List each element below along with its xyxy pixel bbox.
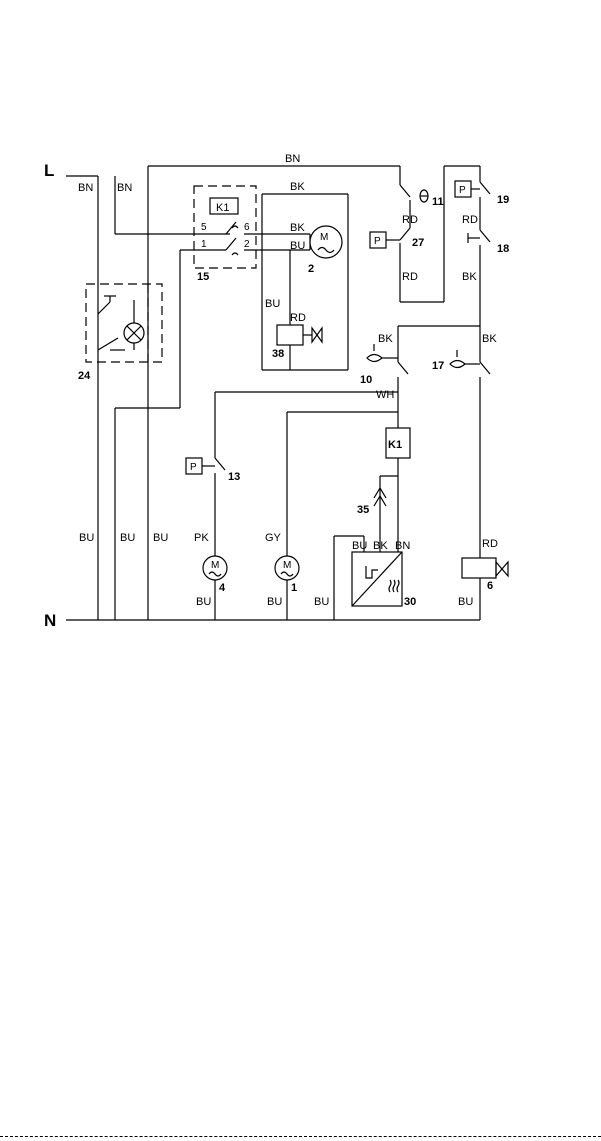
- component-number: 35: [357, 504, 369, 516]
- contact-label: 6: [244, 222, 250, 233]
- float-switch-10: [367, 344, 382, 362]
- float-icon: [450, 361, 465, 368]
- pressure-label: P: [374, 236, 381, 247]
- wire-label: BK: [290, 181, 305, 193]
- float-icon: [367, 355, 382, 362]
- component-number: 4: [219, 582, 226, 594]
- motor-label: M: [211, 560, 219, 571]
- lamp-switch-24: [98, 296, 144, 350]
- wire-label: RD: [402, 271, 418, 283]
- wires: [66, 166, 490, 620]
- wire-label: RD: [402, 214, 418, 226]
- component-number: 38: [272, 348, 284, 360]
- contact-label: 1: [201, 239, 207, 250]
- terminal-n: N: [44, 611, 56, 630]
- component-number: 24: [78, 370, 91, 382]
- motor-label: M: [320, 232, 328, 243]
- wire-label: BN: [117, 182, 132, 194]
- component-number: 17: [432, 360, 444, 372]
- wire-label: BU: [267, 596, 282, 608]
- component-number: 1: [291, 582, 297, 594]
- component-number: 18: [497, 243, 509, 255]
- wire-label: RD: [290, 312, 306, 324]
- thermostat-11: [420, 190, 428, 202]
- wire-label: BN: [395, 540, 410, 552]
- component-number: 6: [487, 580, 493, 592]
- valve-6: [462, 558, 508, 578]
- component-number: 19: [497, 194, 509, 206]
- motor-label: M: [283, 560, 291, 571]
- wire-label: RD: [482, 538, 498, 550]
- wire-label: BN: [285, 153, 300, 165]
- component-number: 13: [228, 471, 240, 483]
- component-number: 11: [432, 196, 444, 208]
- wire-label: BK: [378, 333, 393, 345]
- wire-label: PK: [194, 532, 209, 544]
- wire-label: BU: [290, 240, 305, 252]
- page-edge-divider: [0, 1136, 601, 1137]
- wire-label: BU: [265, 298, 280, 310]
- wire-label: BK: [482, 333, 497, 345]
- wire-label: BU: [79, 532, 94, 544]
- wire-label: GY: [265, 532, 282, 544]
- converter-30: [352, 552, 402, 606]
- valve-icon: [496, 562, 508, 576]
- wire-label: RD: [462, 214, 478, 226]
- wire-label: BK: [290, 222, 305, 234]
- contact-label: 5: [201, 222, 207, 233]
- contact-label: 2: [244, 239, 250, 250]
- connector-35: [374, 476, 398, 506]
- wire-label: BK: [462, 271, 477, 283]
- wire-label: BK: [373, 540, 388, 552]
- wire-label: WH: [376, 389, 394, 401]
- terminal-l: L: [44, 161, 54, 180]
- wire-label: BU: [196, 596, 211, 608]
- component-number: 15: [197, 271, 209, 283]
- wire-label: BU: [458, 596, 473, 608]
- wire-label: BU: [153, 532, 168, 544]
- wire-label: BU: [120, 532, 135, 544]
- float-switch-17: [450, 350, 465, 368]
- wire-label: BU: [314, 596, 329, 608]
- component-number: 30: [404, 596, 416, 608]
- component-number: 10: [360, 374, 372, 386]
- wire-label: BN: [78, 182, 93, 194]
- pressure-label: P: [190, 462, 197, 473]
- pressure-label: P: [459, 185, 466, 196]
- wire-label: BU: [352, 540, 367, 552]
- relay-k1-label: K1: [216, 202, 229, 214]
- component-number: 2: [308, 263, 314, 275]
- component-number: 27: [412, 237, 424, 249]
- valve-icon: [312, 328, 322, 342]
- relay-k1-label: K1: [388, 439, 402, 451]
- valve-38: [277, 325, 322, 345]
